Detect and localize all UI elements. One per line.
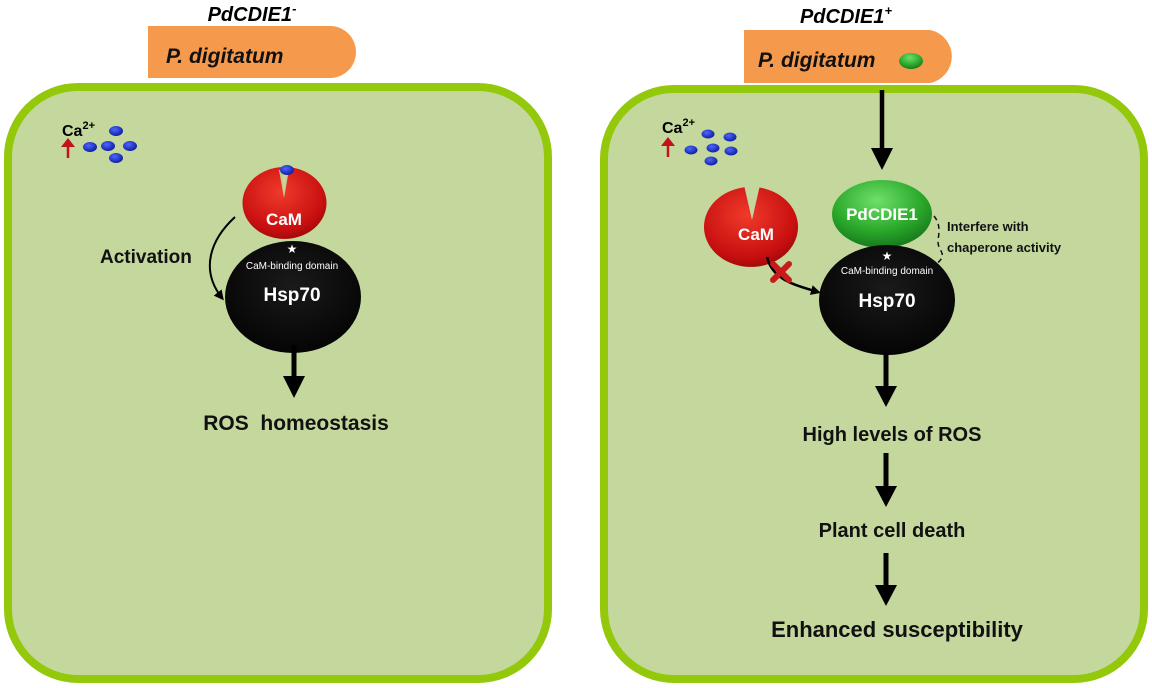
calcium-ion <box>109 126 123 136</box>
left-outcome-label: ROS homeostasis <box>203 412 389 435</box>
right-down-arrow-icon <box>875 453 897 507</box>
calcium-ion <box>704 156 718 166</box>
right-pathogen-label: P. digitatum <box>758 49 875 72</box>
left-binding-domain-label: CaM-binding domain <box>246 261 338 272</box>
right-calcium-increase-arrow-icon <box>661 137 675 157</box>
left-calcium-increase-arrow-icon <box>61 138 75 158</box>
calcium-ion <box>83 142 97 152</box>
right-cam-label: CaM <box>738 225 774 244</box>
left-cam-protein: CaM <box>242 165 327 239</box>
calcium-ion <box>109 153 123 163</box>
left-pathogen-hypha <box>148 26 356 78</box>
calcium-ion <box>724 146 738 156</box>
left-down-arrow-icon <box>283 345 305 398</box>
right-calcium-ions <box>684 129 738 166</box>
left-calcium-label: Ca2+ <box>62 120 95 140</box>
block-x-icon <box>770 261 792 283</box>
right-cam-protein: CaM <box>704 185 799 267</box>
activation-label: Activation <box>100 247 192 268</box>
left-hsp70-label: Hsp70 <box>263 285 320 306</box>
calcium-ion <box>123 141 137 151</box>
calcium-ion <box>101 141 115 151</box>
calcium-ion <box>701 129 715 139</box>
calcium-ion <box>723 132 737 142</box>
right-calcium-label: Ca2+ <box>662 117 695 137</box>
right-binding-domain-label: CaM-binding domain <box>841 266 933 277</box>
left-calcium-ions <box>83 126 137 163</box>
right-panel: PdCDIE1+ P. digitatum Ca2+ <box>600 3 1148 683</box>
left-panel: PdCDIE1- P. digitatum Ca2+ CaM <box>4 1 552 683</box>
binding-site-star-icon: ★ <box>882 249 893 263</box>
blocked-binding-arrow-icon <box>765 256 821 295</box>
calcium-ion <box>684 145 698 155</box>
left-cam-label: CaM <box>266 210 302 229</box>
interference-dashed-connector <box>933 215 944 267</box>
left-plant-cell <box>4 83 552 683</box>
outcome-high-ros: High levels of ROS <box>803 424 982 446</box>
right-hsp70-protein: ★ CaM-binding domain Hsp70 <box>819 245 955 355</box>
right-hsp70-label: Hsp70 <box>858 291 915 312</box>
effector-delivery-arrow-icon <box>871 90 893 170</box>
activation-arrow-icon <box>208 216 236 301</box>
outcome-enhanced-susceptibility: Enhanced susceptibility <box>771 617 1024 642</box>
bound-calcium-ion <box>280 165 294 175</box>
left-hsp70-protein: ★ CaM-binding domain Hsp70 <box>225 241 361 353</box>
right-plant-cell <box>600 85 1148 683</box>
interfere-label-line2: chaperone activity <box>947 240 1062 255</box>
right-pathogen-hypha <box>744 30 952 83</box>
left-condition-label: PdCDIE1- <box>208 1 297 26</box>
right-down-arrow-icon <box>875 352 897 407</box>
pdcdie1-effector-protein: PdCDIE1 <box>832 180 932 248</box>
right-condition-label: PdCDIE1+ <box>800 3 892 28</box>
effector-label: PdCDIE1 <box>846 205 918 224</box>
outcome-cell-death: Plant cell death <box>819 520 966 542</box>
interfere-label-line1: Interfere with <box>947 219 1029 234</box>
secreted-effector-icon <box>899 53 923 69</box>
right-down-arrow-icon <box>875 553 897 606</box>
left-pathogen-label: P. digitatum <box>166 45 283 68</box>
binding-site-star-icon: ★ <box>287 242 298 256</box>
calcium-ion <box>706 143 720 153</box>
